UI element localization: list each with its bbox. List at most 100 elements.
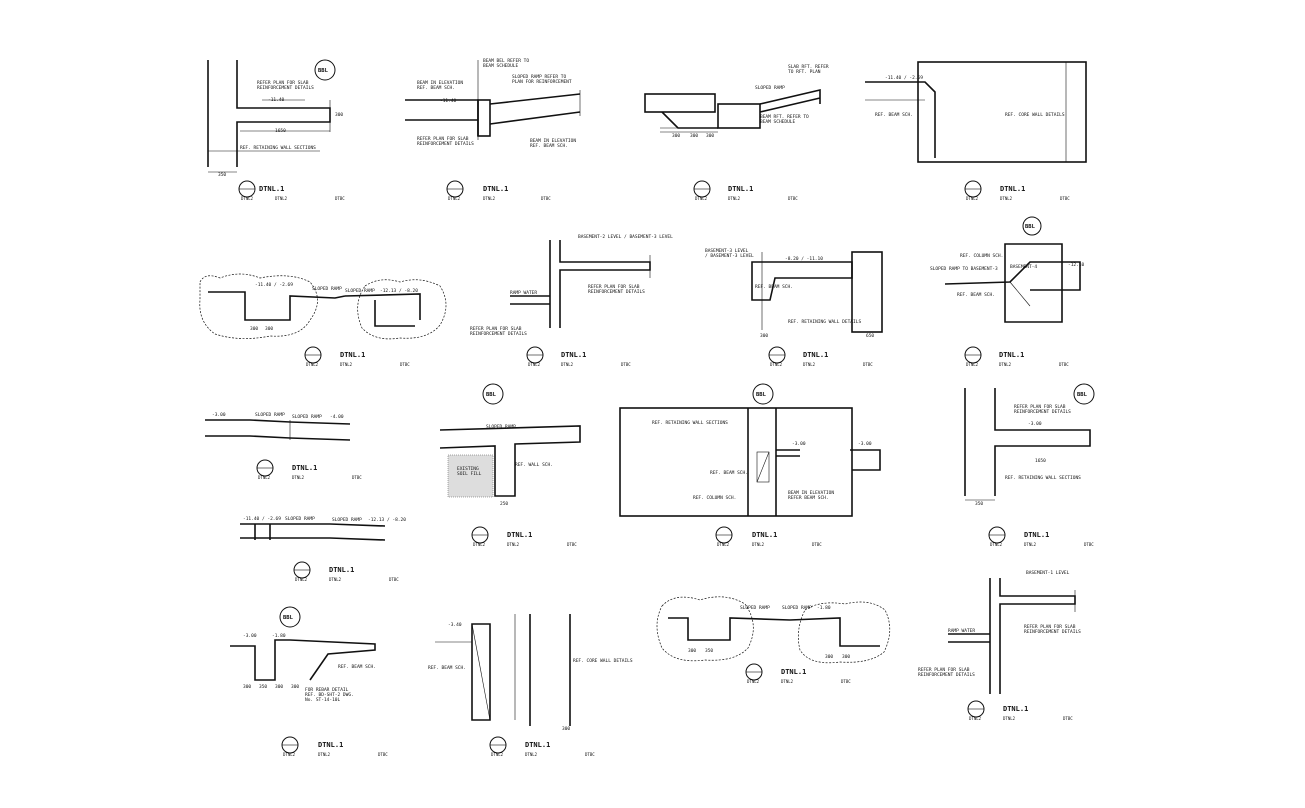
drawing-label: BEAM RFT. REFER TO — [760, 114, 809, 120]
drawing-label: DTBC — [1084, 542, 1094, 547]
detail-mark-16: DTNL.1 DTNL2 DTNL2 DTBC — [745, 663, 851, 684]
drawing-label: DTNL.1 — [1003, 705, 1028, 713]
drawing-label: DTNL.1 — [752, 531, 777, 539]
note: REFER PLAN FOR SLAB — [257, 80, 309, 86]
drawing-label: 300 — [265, 326, 273, 332]
drawing-label: FOR REBAR DETAIL — [305, 687, 349, 693]
drawing-label: DTBC — [788, 196, 798, 201]
drawing-label: DTNL2 — [491, 752, 504, 757]
drawing-label: DTNL2 — [561, 362, 574, 367]
drawing-label: BASEMENT-1 LEVEL — [1026, 570, 1070, 576]
drawing-label: DTBC — [841, 679, 851, 684]
drawing-label: REF. CORE WALL DETAILS — [1005, 112, 1065, 118]
drawing-label: BEAM SCHEDULE — [483, 63, 519, 69]
drawing-label: REF. WALL SCH. — [515, 462, 553, 468]
drawing-label: 350 — [975, 501, 983, 507]
detail-mark-10: DTNL.1 DTNL2 DTNL2 DTBC — [293, 561, 399, 582]
drawing-label: 350 — [705, 648, 713, 654]
drawing-label: DTNL2 — [306, 362, 319, 367]
drawing-label: 650 — [866, 333, 874, 339]
drawing-label: -11.40 / -2.69 — [243, 516, 281, 522]
drawing-label: DTNL2 — [507, 542, 520, 547]
drawing-label: -1.80 — [817, 605, 831, 611]
drawing-label: REF. BEAM SCH. — [428, 665, 466, 671]
drawing-label: -1.80 — [272, 633, 286, 639]
drawing-label: DTBC — [585, 752, 595, 757]
drawing-label: REF. BEAM SCH. — [530, 143, 568, 149]
drawing-label: DTBC — [541, 196, 551, 201]
detail-10: -11.40 / -2.69 SLOPED RAMP SLOPED RAMP -… — [240, 516, 406, 541]
drawing-label: REF. BEAM SCH. — [417, 85, 455, 91]
drawing-label: DTNL2 — [483, 196, 496, 201]
drawing-label: DTNL2 — [803, 362, 816, 367]
drawing-label: 1650 — [1035, 458, 1046, 464]
drawing-label: REINFORCEMENT DETAILS — [918, 672, 975, 678]
drawing-label: REF. COLUMN SCH. — [693, 495, 736, 501]
drawing-label: SLOPED RAMP — [782, 605, 812, 611]
drawing-label: REF. BEAM SCH. — [338, 664, 376, 670]
drawing-label: -12.13 / -8.20 — [368, 517, 406, 523]
drawing-label: / BASEMENT-3 LEVEL — [705, 253, 754, 259]
detail-sub: DTNL2 — [275, 196, 288, 201]
detail-mark-13: DTNL.1 DTNL2 DTNL2 DTBC — [988, 526, 1094, 547]
drawing-label: DTNL2 — [258, 475, 271, 480]
drawing-label: DTNL2 — [966, 196, 979, 201]
detail-12: BBL REF. RETAINING WALL SECTIONS REF. BE… — [619, 383, 881, 517]
drawing-label: DTNL.1 — [525, 741, 550, 749]
drawing-label: No. ST-14-10L — [305, 697, 341, 703]
drawing-label: SLOPED RAMP — [292, 414, 322, 420]
detail-mark-11: DTNL.1 DTNL2 DTNL2 DTBC — [471, 526, 577, 547]
drawing-label: EXISTING — [457, 466, 479, 472]
drawing-label: DTBC — [863, 362, 873, 367]
detail-tag: DTBC — [335, 196, 345, 201]
drawing-label: REINFORCEMENT DETAILS — [1014, 409, 1071, 415]
drawing-label: BEAM SCHEDULE — [760, 119, 796, 125]
drawing-label: DTNL2 — [295, 577, 308, 582]
detail-mark-9: DTNL.1 DTNL2 DTNL2 DTBC — [256, 459, 362, 480]
drawing-label: PLAN FOR REINFORCEMENT — [512, 79, 572, 85]
drawing-label: DTNL2 — [292, 475, 305, 480]
drawing-label: DTNL2 — [781, 679, 794, 684]
detail-mark-12: DTNL.1 DTNL2 DTNL2 DTBC — [715, 526, 822, 547]
drawing-label: -3.00 — [792, 441, 806, 447]
drawing-label: DTNL2 — [969, 716, 982, 721]
detail-8: BBL REF. COLUMN SCH. SLOPED RAMP TO BASE… — [930, 216, 1085, 323]
dimension: 1650 — [275, 128, 286, 134]
detail-11: BBL SLOPED RAMP EXISTING SOIL FILL REF. … — [439, 383, 581, 507]
drawing-label: REFER PLAN FOR SLAB — [1014, 404, 1066, 410]
drawing-label: DTNL2 — [340, 362, 353, 367]
drawing-label: SLOPED RAMP — [345, 288, 375, 294]
drawing-label: -12.10 — [1068, 262, 1085, 268]
drawing-label: SLAB RFT. REFER — [788, 64, 829, 70]
drawing-label: 300 — [688, 648, 696, 654]
drawing-label: DTNL2 — [717, 542, 730, 547]
drawing-label: DTNL.1 — [329, 566, 354, 574]
drawing-label: SLOPED RAMP — [312, 286, 342, 292]
drawing-label: 300 — [250, 326, 258, 332]
detail-mark-14: DTNL.1 DTNL2 DTNL2 DTBC — [281, 736, 388, 757]
drawing-label: DTBC — [812, 542, 822, 547]
drawing-label: 300 — [672, 133, 680, 139]
drawing-label: DTNL2 — [1000, 196, 1013, 201]
detail-15: -3.40 REF. BEAM SCH. REF. CORE WALL DETA… — [428, 614, 633, 732]
drawing-label: BBL — [756, 392, 767, 398]
drawing-label: 300 — [275, 684, 283, 690]
drawing-label: DTBC — [567, 542, 577, 547]
drawing-label: 300 — [690, 133, 698, 139]
detail-14: BBL -3.00 -1.80 REF. BEAM SCH. FOR REBAR… — [230, 606, 376, 703]
drawing-label: REFER PLAN FOR SLAB — [1024, 624, 1076, 630]
drawing-label: SOIL FILL — [457, 471, 482, 477]
drawing-label: REF. BD-SHT-2 DWG. — [305, 692, 354, 698]
detail-mark-7: DTNL.1 DTNL2 DTNL2 DTBC — [768, 346, 873, 367]
detail-16: SLOPED RAMP SLOPED RAMP -1.80 300 350 30… — [656, 596, 891, 664]
detail-mark-2: DTNL.1 DTNL2 DTNL2 DTBC — [446, 180, 551, 201]
drawing-label: DTNL2 — [1003, 716, 1016, 721]
detail-3: SLAB RFT. REFER TO RFT. PLAN SLOPED RAMP… — [644, 64, 829, 139]
bubble-label: BBL — [318, 68, 329, 74]
drawing-label: BASEMENT-2 LEVEL / BASEMENT-3 LEVEL — [578, 234, 673, 240]
drawing-label: REFER PLAN FOR SLAB — [588, 284, 640, 290]
drawing-label: DTNL2 — [999, 362, 1012, 367]
drawing-label: -3.00 — [858, 441, 872, 447]
drawing-label: DTNL.1 — [483, 185, 508, 193]
drawing-label: BBL — [1077, 392, 1088, 398]
